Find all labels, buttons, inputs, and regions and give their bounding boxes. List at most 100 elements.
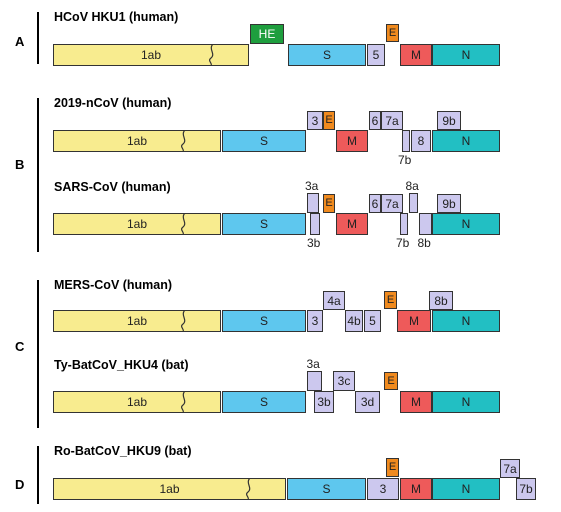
gene-label: 8b — [417, 236, 431, 250]
gene-n-n: N — [432, 213, 500, 235]
gene-accessory-5: 5 — [364, 310, 381, 332]
gene-s-s: S — [288, 44, 366, 66]
gene-label: 7a — [503, 461, 517, 476]
gene-accessory-7a: 7a — [381, 194, 403, 213]
gene-label: 6 — [371, 196, 379, 211]
gene-e-e: E — [323, 194, 335, 213]
gene-label: 8b — [434, 293, 448, 308]
gene-label: 1ab — [126, 314, 148, 328]
break-squiggle-icon — [181, 130, 186, 152]
gene-label: E — [388, 461, 397, 473]
gene-s-s: S — [222, 391, 306, 413]
gene-label: 4a — [327, 293, 341, 308]
gene-label: N — [461, 482, 471, 496]
gene-orf1ab-1ab: 1ab — [53, 130, 221, 152]
gene-orf1ab-1ab: 1ab — [53, 310, 221, 332]
gene-accessory-7a: 7a — [381, 111, 403, 130]
gene-orf1ab-1ab: 1ab — [53, 391, 221, 413]
gene-label: 3d — [360, 395, 375, 409]
genome-title: Ty-BatCoV_HKU4 (bat) — [54, 358, 189, 372]
gene-label: 3b — [307, 236, 321, 250]
gene-label: 1ab — [126, 395, 148, 409]
gene-label: S — [259, 134, 268, 148]
gene-label: 9b — [442, 196, 456, 211]
break-squiggle-icon — [181, 310, 186, 332]
gene-accessory-8b — [419, 213, 432, 235]
break-squiggle-icon — [209, 44, 214, 66]
gene-accessory-8: 8 — [411, 130, 431, 152]
gene-label: S — [322, 48, 331, 62]
gene-label: 7b — [519, 482, 533, 496]
gene-accessory-3: 3 — [307, 310, 323, 332]
gene-label: M — [347, 217, 357, 231]
gene-accessory-5: 5 — [367, 44, 385, 66]
gene-n-n: N — [432, 44, 500, 66]
gene-accessory-4b: 4b — [345, 310, 363, 332]
gene-accessory-4a: 4a — [323, 291, 345, 310]
section-divider — [37, 280, 39, 428]
section-label-d: D — [15, 477, 25, 492]
gene-label: E — [388, 26, 397, 39]
gene-label: 3c — [337, 374, 351, 388]
gene-label: 8 — [417, 134, 425, 148]
gene-label: 1ab — [126, 217, 148, 231]
section-label-b: B — [15, 157, 25, 172]
gene-accessory-8b: 8b — [429, 291, 453, 310]
break-squiggle-icon — [246, 478, 251, 500]
gene-accessory-3d: 3d — [355, 391, 380, 413]
gene-label: M — [411, 48, 421, 62]
gene-s-s: S — [222, 130, 306, 152]
gene-m-m: M — [400, 478, 432, 500]
gene-label: S — [259, 314, 268, 328]
gene-orf1ab-1ab: 1ab — [53, 213, 221, 235]
gene-accessory-3b: 3b — [314, 391, 334, 413]
gene-label: 3 — [379, 482, 387, 496]
gene-label: 5 — [372, 48, 380, 62]
gene-label: 5 — [369, 314, 376, 328]
gene-label: 3a — [306, 357, 320, 371]
section-label-c: C — [15, 339, 25, 354]
gene-label: M — [347, 134, 357, 148]
gene-m-m: M — [400, 391, 432, 413]
gene-accessory-9b: 9b — [437, 111, 461, 130]
gene-e-e: E — [323, 111, 335, 130]
gene-accessory-7b — [402, 130, 410, 152]
gene-he-he: HE — [250, 24, 284, 44]
genome-title: Ro-BatCoV_HKU9 (bat) — [54, 444, 192, 458]
gene-label: 8a — [405, 179, 419, 193]
gene-label: N — [461, 134, 471, 148]
gene-accessory-7a: 7a — [500, 459, 520, 478]
section-divider — [37, 98, 39, 252]
gene-label: N — [461, 314, 471, 328]
genome-title: SARS-CoV (human) — [54, 180, 171, 194]
section-divider — [37, 446, 39, 504]
gene-label: N — [461, 48, 471, 62]
genome-title: 2019-nCoV (human) — [54, 96, 172, 110]
gene-accessory-9b: 9b — [437, 194, 461, 213]
gene-label: E — [386, 293, 395, 306]
gene-label: 1ab — [140, 48, 162, 62]
gene-label: 7b — [398, 153, 412, 167]
gene-s-s: S — [222, 310, 306, 332]
gene-s-s: S — [287, 478, 366, 500]
gene-label: S — [259, 395, 268, 409]
gene-label: M — [411, 395, 421, 409]
gene-accessory-3: 3 — [307, 111, 323, 130]
gene-accessory-7b — [400, 213, 408, 235]
gene-label: N — [461, 217, 471, 231]
gene-label: 7a — [385, 113, 399, 128]
gene-label: 1ab — [126, 134, 148, 148]
gene-n-n: N — [432, 478, 500, 500]
gene-accessory-7b: 7b — [516, 478, 536, 500]
gene-m-m: M — [336, 213, 368, 235]
gene-accessory-3a — [307, 193, 319, 213]
gene-label: 6 — [371, 113, 379, 128]
gene-n-n: N — [432, 130, 500, 152]
gene-label: 3 — [311, 314, 319, 328]
gene-accessory-3a — [307, 371, 322, 391]
gene-label: M — [411, 482, 421, 496]
gene-e-e: E — [384, 372, 398, 390]
gene-label: 3a — [305, 179, 319, 193]
gene-label: S — [259, 217, 268, 231]
